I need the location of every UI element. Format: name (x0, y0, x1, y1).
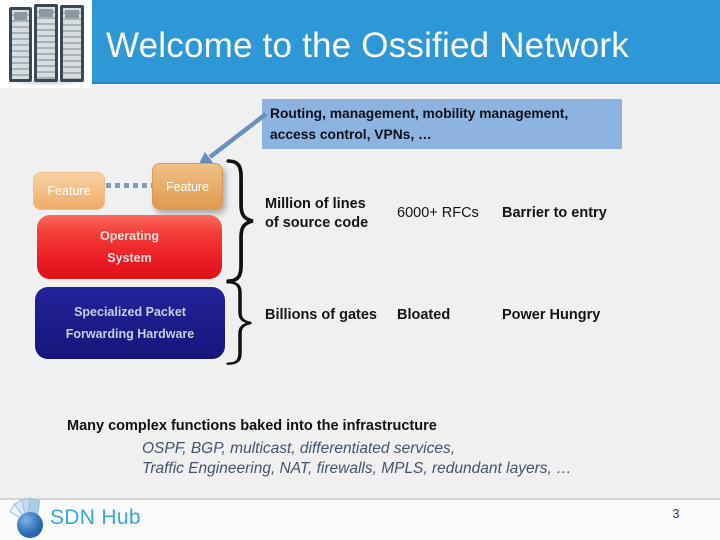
rack (60, 5, 84, 82)
rack-shadow (4, 78, 88, 86)
page-title: Welcome to the Ossified Network (106, 26, 629, 65)
callout-line: Routing, management, mobility management… (270, 106, 569, 121)
callout-arrow-icon (198, 112, 268, 166)
fact-line: of source code (265, 215, 369, 231)
logo-globe (17, 512, 43, 538)
callout-line: access control, VPNs, … (270, 126, 432, 142)
os-label-line: System (107, 251, 152, 265)
server-racks-image (0, 0, 92, 88)
fact-line: Million of lines (265, 196, 366, 212)
brand-name: SDN Hub (50, 506, 141, 529)
fact-million-lines: Million of lines of source code (265, 195, 383, 233)
fact-barrier: Barrier to entry (502, 205, 607, 221)
feature-box-left: Feature (33, 172, 105, 210)
fact-power-hungry: Power Hungry (502, 307, 601, 323)
operating-system-box: Operating System (37, 215, 222, 279)
feature-label: Feature (47, 184, 91, 198)
page-number: 3 (672, 507, 680, 521)
feature-label: Feature (165, 179, 210, 194)
title-banner: Welcome to the Ossified Network (92, 0, 720, 84)
summary-heading: Many complex functions baked into the in… (67, 418, 437, 434)
dotted-connector (106, 183, 152, 188)
fact-billions-gates: Billions of gates (265, 307, 377, 323)
summary-detail-line: OSPF, BGP, multicast, differentiated ser… (142, 440, 456, 457)
sdn-hub-logo-icon (8, 497, 48, 538)
fact-rfcs: 6000+ RFCs (397, 205, 479, 221)
rack (34, 4, 58, 82)
rack (9, 7, 32, 82)
brace-icon (226, 281, 252, 365)
hw-label-line: Forwarding Hardware (65, 327, 195, 341)
hw-label-line: Specialized Packet (74, 305, 186, 319)
routing-callout-box: Routing, management, mobility management… (262, 99, 622, 149)
summary-details: OSPF, BGP, multicast, differentiated ser… (142, 439, 572, 479)
footer (0, 498, 720, 540)
summary-detail-line: Traffic Engineering, NAT, firewalls, MPL… (142, 460, 572, 477)
brace-icon (226, 159, 254, 283)
feature-box-right: Feature (152, 163, 223, 210)
fact-bloated: Bloated (397, 307, 451, 323)
os-label-line: Operating (99, 229, 160, 243)
hardware-box: Specialized Packet Forwarding Hardware (35, 287, 225, 359)
